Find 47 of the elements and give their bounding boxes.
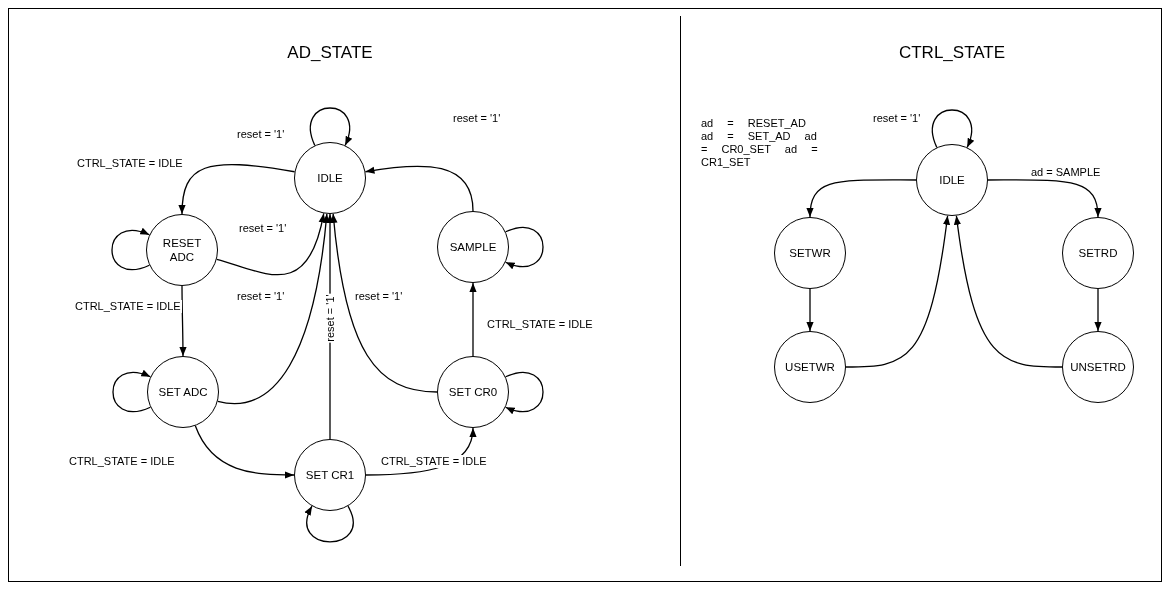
transition-arrow [364, 165, 474, 212]
state-name: SETRD [1078, 246, 1118, 260]
state-name: SAMPLE [449, 240, 497, 254]
state-name: USETWR [785, 360, 835, 374]
edge-label: reset = '1' [238, 222, 288, 235]
state-name: RESET ADC [161, 236, 203, 264]
transition-arrow [469, 282, 477, 357]
transition-arrow [987, 179, 1101, 218]
transition-arrow [806, 179, 917, 218]
transition-arrow [1094, 288, 1102, 332]
state-name: UNSETRD [1070, 360, 1126, 374]
edge-label: CTRL_STATE = IDLE [486, 318, 594, 331]
edge-label: reset = '1' [236, 128, 286, 141]
transition-arrow [931, 109, 974, 148]
transition-arrow [217, 213, 330, 405]
edge-label: CTRL_STATE = IDLE [74, 300, 182, 313]
transition-arrow [111, 228, 150, 271]
state-name: SET CR1 [305, 468, 355, 482]
edge-label: reset = '1' [872, 112, 922, 125]
edge-label: CTRL_STATE = IDLE [380, 455, 488, 468]
edge-label: CTRL_STATE = IDLE [76, 157, 184, 170]
transition-arrow [216, 212, 326, 276]
transition-arrow [330, 213, 438, 393]
edge-label: reset = '1' [452, 112, 502, 125]
transition-arrow [505, 226, 544, 269]
transition-arrow [194, 425, 295, 479]
transition-arrow [309, 107, 352, 146]
state-name: SET CR0 [448, 385, 498, 399]
panel-title: CTRL_STATE [898, 42, 1006, 64]
transition-arrow [305, 505, 354, 543]
state-name: IDLE [939, 173, 965, 187]
state-name: IDLE [317, 171, 343, 185]
transition-arrow [505, 371, 544, 414]
edge-label: reset = '1' [354, 290, 404, 303]
state-name: SET ADC [158, 385, 208, 399]
transition-arrow [954, 215, 1063, 368]
panel-title: AD_STATE [287, 42, 373, 64]
transition-arrow [845, 215, 950, 368]
edge-label: reset = '1' [236, 290, 286, 303]
edge-label: ad = SAMPLE [1030, 166, 1102, 179]
edge-label: reset = '1' [323, 293, 337, 343]
state-name: SETWR [789, 246, 831, 260]
transition-arrow [178, 164, 296, 215]
transition-arrow [806, 288, 814, 332]
edge-label: CTRL_STATE = IDLE [68, 455, 176, 468]
transition-arrow [112, 370, 151, 413]
transition-arrow [179, 285, 187, 357]
